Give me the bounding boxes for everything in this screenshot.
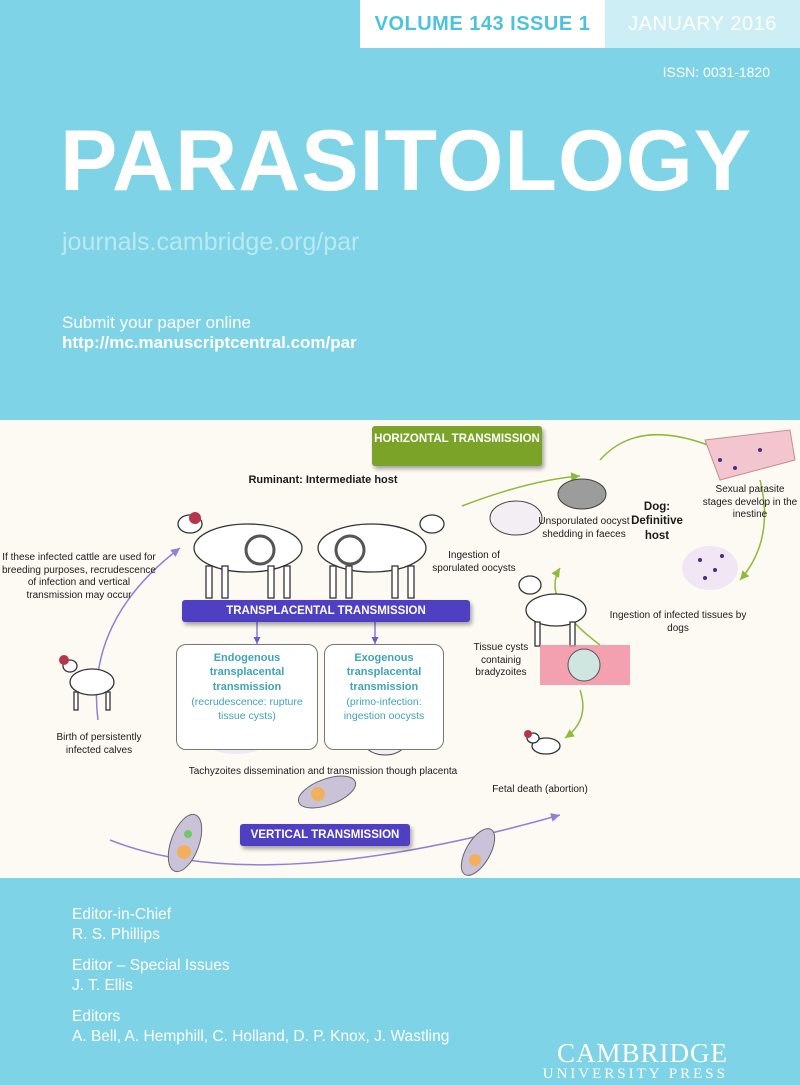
publisher-logo-line1: CAMBRIDGE	[556, 1038, 728, 1068]
journal-url[interactable]: journals.cambridge.org/par	[62, 228, 360, 256]
tissue-cysts-label: Tissue cysts containig bradyzoites	[473, 642, 529, 678]
special-issues-label: Editor – Special Issues	[72, 957, 230, 974]
eic-name: R. S. Phillips	[72, 926, 160, 943]
figure-artwork	[59, 429, 796, 876]
issn: ISSN: 0031-1820	[662, 64, 770, 80]
cover-figure: HORIZONTAL TRANSMISSION TRANSPLACENTAL T…	[0, 420, 800, 878]
journal-title: PARASITOLOGY	[60, 113, 753, 209]
vertical-transmission-banner: VERTICAL TRANSMISSION	[240, 824, 410, 846]
editorial-board: Editor-in-Chief R. S. Phillips Editor – …	[72, 905, 449, 1047]
exogenous-box: Exogenous transplacental transmission (p…	[324, 644, 444, 750]
unsporulated-label: Unsporulated oocyst shedding in faeces	[538, 516, 630, 540]
dog-label: Dog: Definitive host	[631, 501, 683, 542]
sexual-stages-label: Sexual parasite stages develop in the in…	[702, 484, 798, 520]
breeding-note: If these infected cattle are used for br…	[2, 552, 156, 601]
exogenous-subtitle: (primo-infection: ingestion oocysts	[343, 695, 425, 722]
endogenous-box: Endogenous transplacental transmission (…	[176, 644, 318, 750]
horizontal-transmission-banner: HORIZONTAL TRANSMISSION	[372, 426, 542, 466]
volume-issue: VOLUME 143 ISSUE 1	[360, 0, 605, 48]
endogenous-subtitle: (recrudescence: rupture tissue cysts)	[191, 695, 303, 722]
submit-label: Submit your paper online	[62, 313, 252, 332]
publisher-logo-line2: UNIVERSITY PRESS	[542, 1066, 728, 1082]
fetal-death-label: Fetal death (abortion)	[492, 784, 588, 795]
exogenous-title: Exogenous transplacental transmission	[346, 652, 422, 693]
ingestion-tissues-label: Ingestion of infected tissues by dogs	[609, 610, 747, 634]
birth-label: Birth of persistently infected calves	[56, 732, 142, 756]
tachyzoites-label: Tachyzoites dissemination and transmissi…	[188, 766, 458, 777]
transplacental-transmission-banner: TRANSPLACENTAL TRANSMISSION	[182, 600, 470, 622]
ingestion-oocysts-label: Ingestion of sporulated oocysts	[432, 550, 516, 574]
special-issues-name: J. T. Ellis	[72, 977, 133, 994]
endogenous-title: Endogenous transplacental transmission	[209, 652, 285, 693]
submit-url[interactable]: http://mc.manuscriptcentral.com/par	[62, 333, 357, 352]
eic-label: Editor-in-Chief	[72, 906, 172, 923]
issue-date: JANUARY 2016	[605, 0, 800, 48]
ruminant-label: Ruminant: Intermediate host	[248, 474, 398, 486]
editors-names: A. Bell, A. Hemphill, C. Holland, D. P. …	[72, 1028, 450, 1045]
editors-label: Editors	[72, 1008, 121, 1025]
